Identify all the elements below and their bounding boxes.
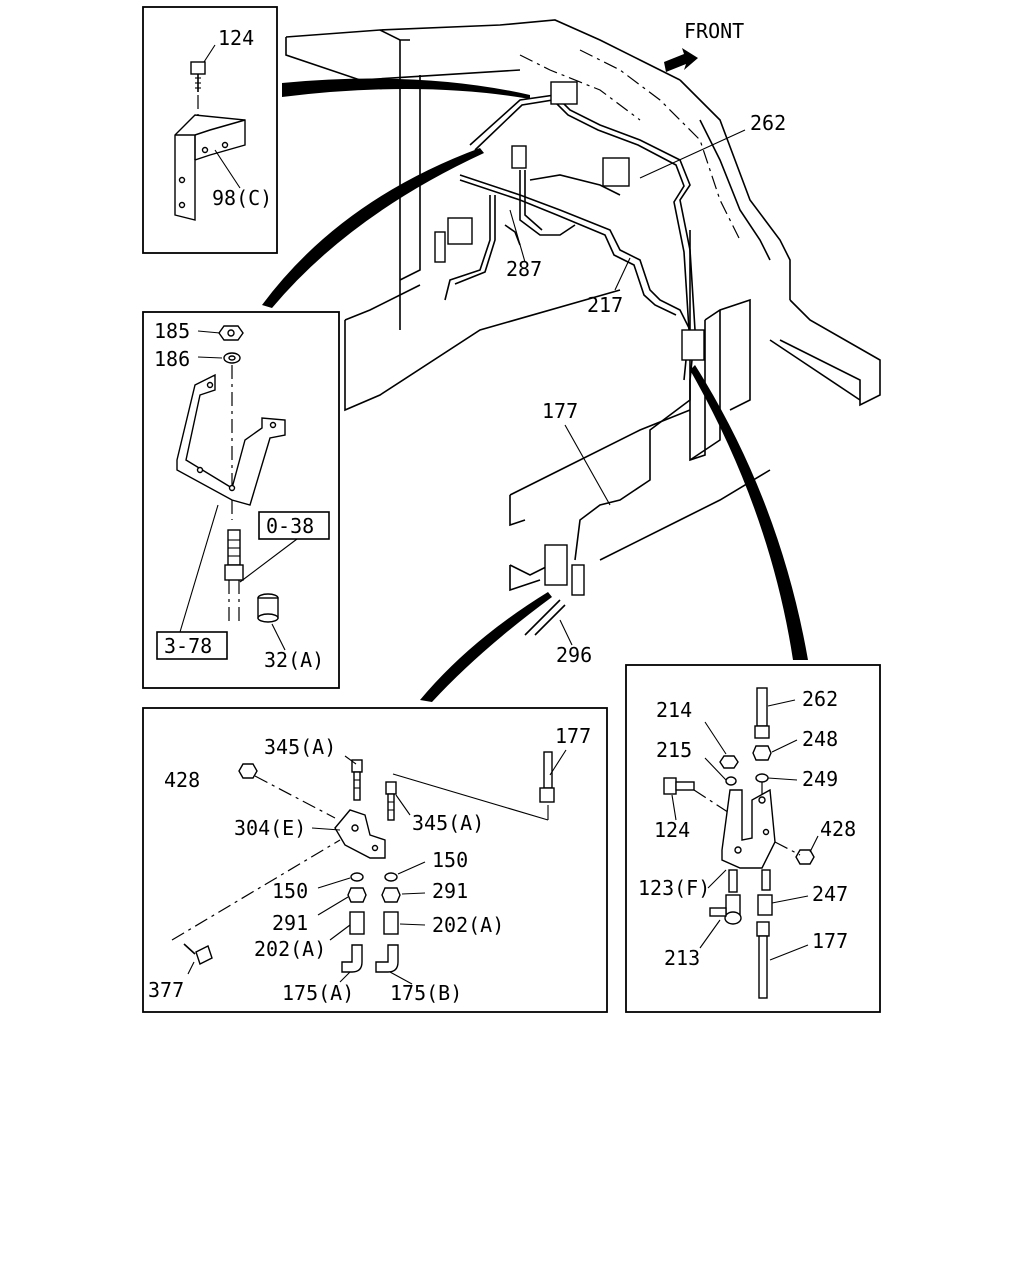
callout-262-main: 262 [750,111,786,135]
callout-0-38: 0-38 [266,514,314,538]
inset-top-left: 124 98(C) [142,6,278,254]
valve-units [434,81,705,636]
callout-345a-right: 345(A) [412,811,484,835]
brake-pipes [444,94,696,561]
callout-177-inset: 177 [555,724,591,748]
frame-rails [285,19,881,592]
callout-248: 248 [802,727,838,751]
callout-345a-top: 345(A) [264,735,336,759]
callout-202a-left: 202(A) [254,937,326,961]
callout-124-inset: 124 [654,818,690,842]
callout-98c: 98(C) [212,186,272,210]
callout-428-left: 428 [164,768,200,792]
callout-177-right: 177 [812,929,848,953]
ref-box-3-78 [156,631,228,660]
callout-304e: 304(E) [234,816,306,840]
front-label: FRONT [684,19,744,43]
callout-3-78: 3-78 [164,634,212,658]
ref-box-0-38 [258,511,330,540]
callout-249: 249 [802,767,838,791]
callout-202a-right: 202(A) [432,913,504,937]
main-view: FRONT 262 287 217 177 296 [285,19,881,667]
callout-185: 185 [154,319,190,343]
callout-177-main: 177 [542,399,578,423]
callout-175a: 175(A) [282,981,354,1005]
callout-186: 186 [154,347,190,371]
callout-150-left: 150 [272,879,308,903]
callout-291-right: 291 [432,879,468,903]
front-arrow: FRONT [664,19,744,72]
front-arrow-icon [664,48,698,72]
callout-296: 296 [556,643,592,667]
callout-428-right: 428 [820,817,856,841]
callout-150-right: 150 [432,848,468,872]
callout-32a: 32(A) [264,648,324,672]
detail-pointers [262,78,808,702]
callout-213: 213 [664,946,700,970]
inset-mid-left: 185 186 0-38 3-78 32(A) [142,311,340,689]
inset-bottom-right: 214 262 215 248 249 124 428 123(F) 247 2… [625,664,881,1013]
callout-124-top: 124 [218,26,254,50]
callout-247: 247 [812,882,848,906]
callout-287: 287 [506,257,542,281]
callout-214: 214 [656,698,692,722]
callout-262-inset: 262 [802,687,838,711]
callout-123f: 123(F) [638,876,710,900]
callout-217: 217 [587,293,623,317]
callout-291-left: 291 [272,911,308,935]
callout-215: 215 [656,738,692,762]
callout-377: 377 [148,978,184,1002]
inset-bottom-left: 345(A) 428 304(E) 345(A) 177 150 150 291… [142,707,608,1013]
callout-175b: 175(B) [390,981,462,1005]
